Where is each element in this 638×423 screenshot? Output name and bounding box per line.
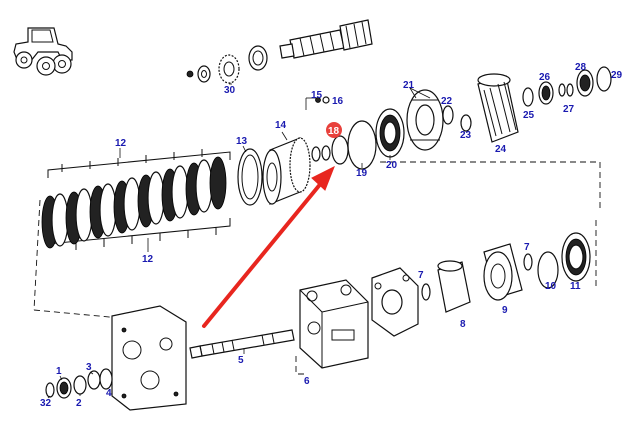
washer-30-small bbox=[186, 65, 211, 83]
washer-22 bbox=[442, 105, 454, 125]
part-label-11: 11 bbox=[570, 281, 581, 292]
part-label-15: 15 bbox=[311, 90, 323, 101]
part-label-18: 18 bbox=[328, 126, 340, 137]
washer-7-right bbox=[523, 253, 533, 271]
drum-9 bbox=[483, 243, 523, 301]
ring-4 bbox=[99, 368, 113, 390]
part-label-16: 16 bbox=[332, 96, 344, 107]
part-label-19: 19 bbox=[356, 168, 368, 179]
part-label-12-top: 12 bbox=[115, 138, 127, 149]
part-label-29: 29 bbox=[611, 70, 623, 81]
pin-15-16 bbox=[305, 96, 330, 110]
part-label-3: 3 bbox=[86, 362, 92, 373]
ring-23 bbox=[460, 114, 472, 132]
bearing-20 bbox=[375, 108, 405, 158]
pump-plate bbox=[371, 267, 419, 337]
bearing-28 bbox=[576, 69, 594, 97]
output-shaft-5 bbox=[189, 329, 295, 359]
highlight-badge-18 bbox=[326, 122, 342, 138]
part-label-22: 22 bbox=[441, 96, 453, 107]
ring-10 bbox=[537, 251, 559, 289]
part-label-25: 25 bbox=[523, 110, 535, 121]
ring-13 bbox=[237, 148, 263, 206]
washer-25 bbox=[522, 87, 534, 107]
part-label-32: 32 bbox=[40, 398, 52, 409]
pinion-shaft bbox=[279, 19, 373, 59]
part-label-14: 14 bbox=[275, 120, 287, 131]
part-label-27: 27 bbox=[563, 104, 575, 115]
assembly-dashed-outline bbox=[33, 161, 601, 375]
bearing-26 bbox=[538, 81, 554, 105]
part-label-4: 4 bbox=[106, 388, 112, 399]
highlight-arrow bbox=[202, 165, 335, 328]
washer-7-left bbox=[421, 283, 431, 301]
part-label-8: 8 bbox=[460, 319, 466, 330]
part-label-23: 23 bbox=[460, 130, 472, 141]
tractor-icon bbox=[13, 27, 73, 76]
clutch-plate-pack-12 bbox=[41, 149, 231, 250]
part-label-5: 5 bbox=[238, 355, 244, 366]
part-label-28: 28 bbox=[575, 62, 587, 73]
part-label-26: 26 bbox=[539, 72, 551, 83]
bearing-30-top bbox=[248, 45, 268, 71]
gear-30 bbox=[218, 54, 240, 84]
washer-2 bbox=[73, 375, 87, 395]
washer-set-18 bbox=[311, 135, 349, 165]
snap-ring-29 bbox=[596, 66, 612, 92]
part-label-7-left: 7 bbox=[418, 270, 424, 281]
gearbox-housing-6 bbox=[299, 279, 369, 369]
snap-ring-19 bbox=[347, 120, 377, 170]
washer-27 bbox=[558, 83, 574, 97]
gear-disc-21 bbox=[406, 89, 444, 151]
part-label-24: 24 bbox=[495, 144, 507, 155]
part-label-12-bottom: 12 bbox=[142, 254, 154, 265]
part-label-6: 6 bbox=[304, 376, 310, 387]
part-label-21: 21 bbox=[403, 80, 415, 91]
part-label-13: 13 bbox=[236, 136, 248, 147]
ring-gear-11 bbox=[561, 232, 591, 282]
part-label-20: 20 bbox=[386, 160, 398, 171]
ring-3 bbox=[87, 370, 101, 390]
housing-cover bbox=[111, 305, 187, 411]
part-label-10: 10 bbox=[545, 281, 557, 292]
clutch-drum-24 bbox=[477, 73, 519, 143]
washer-32 bbox=[45, 382, 55, 398]
bearing-1 bbox=[56, 377, 72, 399]
part-label-7-right: 7 bbox=[524, 242, 530, 253]
part-label-2: 2 bbox=[76, 398, 82, 409]
gear-hub-14 bbox=[262, 137, 311, 205]
part-label-1: 1 bbox=[56, 366, 62, 377]
part-label-9: 9 bbox=[502, 305, 508, 316]
part-label-30: 30 bbox=[224, 85, 236, 96]
piston-8 bbox=[437, 260, 471, 313]
